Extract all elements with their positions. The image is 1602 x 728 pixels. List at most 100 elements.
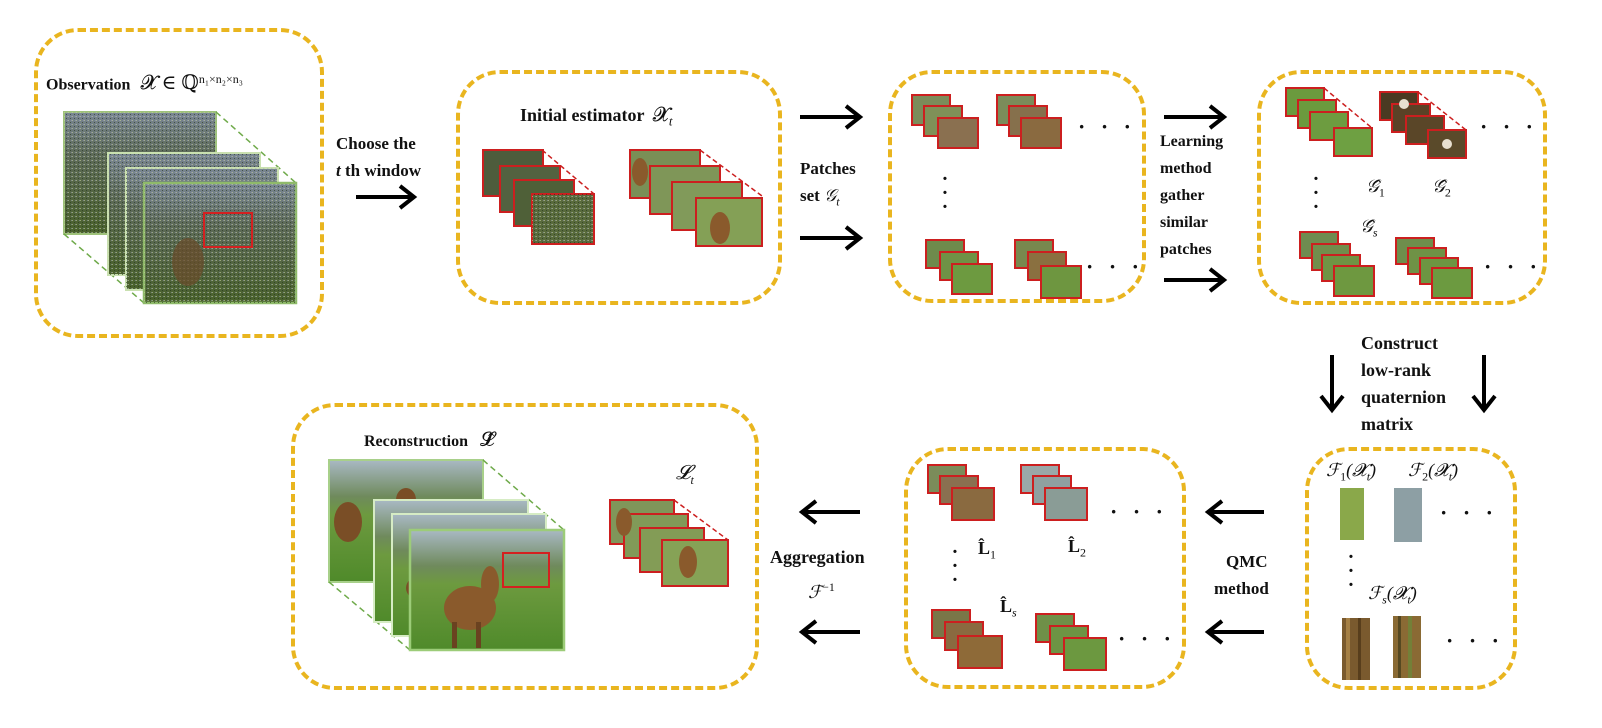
l1-symbol: L̂ <box>978 538 991 558</box>
patches-set-label: Patches set 𝒢t <box>800 155 856 215</box>
f2-arg-sub: t <box>1448 469 1453 484</box>
lowrank-stack <box>1020 464 1088 521</box>
construct-line: matrix <box>1361 414 1413 434</box>
fs-arg: (𝓧 <box>1386 583 1408 603</box>
learning-line: gather <box>1160 187 1205 204</box>
initial-estimator-box <box>456 70 782 305</box>
construct-label: Construct low-rank quaternion matrix <box>1361 330 1446 438</box>
choose-t: t <box>336 161 341 180</box>
learning-label: Learning method gather similar patches <box>1160 128 1223 263</box>
finv-sup: −1 <box>822 580 835 594</box>
gs-symbol: 𝒢̂ <box>1360 216 1373 236</box>
initial-sub: t <box>668 113 673 129</box>
fs-label: ℱs(𝓧t) <box>1368 583 1417 608</box>
group-vdots: ··· <box>1312 168 1320 218</box>
learning-line: patches <box>1160 241 1212 258</box>
lowrank-stack <box>931 609 1003 669</box>
initial-stack-noisy <box>482 149 595 245</box>
patch-stack <box>1014 239 1082 299</box>
f1-sub: 1 <box>1340 469 1347 484</box>
qmc-line1: QMC <box>1226 552 1268 571</box>
l1-sub: 1 <box>990 547 997 562</box>
low-rank-box <box>904 447 1186 689</box>
g1-symbol: 𝒢̂ <box>1366 176 1379 196</box>
learning-line: similar <box>1160 214 1208 231</box>
f2-label: ℱ2(𝓧t) <box>1408 460 1458 485</box>
group-1-label: 𝒢̂1 <box>1366 176 1385 201</box>
group-s-stack-2 <box>1395 237 1473 299</box>
aggregation-label: Aggregation <box>770 547 865 567</box>
f1-arg-sub: t <box>1366 469 1371 484</box>
clean-frame-front <box>408 528 566 652</box>
matrix-strip-2 <box>1394 488 1422 542</box>
patch-stack <box>925 239 993 295</box>
f2-symbol: ℱ <box>1408 460 1423 480</box>
observation-label: Observation <box>46 76 131 94</box>
lowrank-stack <box>1035 613 1107 671</box>
reconstruction-math: 𝓛̂ <box>479 429 495 451</box>
qmc-line2: method <box>1214 579 1269 598</box>
patch-stack <box>911 94 979 149</box>
f1-close: ) <box>1370 460 1377 480</box>
choose-line2: t th window <box>336 157 421 184</box>
grouped-patches-box <box>1257 70 1547 305</box>
observation-superscript: n₁×n₂×n₃ <box>198 72 243 86</box>
l2-label: L̂2 <box>1068 536 1086 561</box>
ls-label: L̂s <box>1000 596 1017 621</box>
aggregation-math: ℱ−1 <box>808 580 835 603</box>
l2-sub: 2 <box>1080 545 1087 560</box>
observation-box <box>34 28 324 338</box>
f1-arg: (𝓧 <box>1346 460 1367 480</box>
l1-label: L̂1 <box>978 538 996 563</box>
construct-line: Construct <box>1361 333 1438 353</box>
choose-window-label: Choose the t th window <box>336 130 421 184</box>
matrix-strip-s2 <box>1393 616 1421 678</box>
reconstruction-title: Reconstruction 𝓛̂ <box>364 427 495 455</box>
patch-stack <box>996 94 1062 149</box>
group-s-stack-1 <box>1299 231 1375 297</box>
initial-estimator-title: Initial estimator 𝓧t <box>520 102 672 135</box>
initial-stack-clean <box>629 149 763 247</box>
g2-symbol: 𝒢̂ <box>1432 176 1445 196</box>
g1-sub: 1 <box>1378 185 1385 200</box>
patches-math: 𝒢 <box>824 186 837 205</box>
group-s-label: 𝒢̂s <box>1360 216 1378 241</box>
group-2-label: 𝒢̂2 <box>1432 176 1451 201</box>
matrix-strip-1 <box>1340 488 1364 540</box>
fs-arg-sub: t <box>1407 592 1411 607</box>
reconstruction-label: Reconstruction <box>364 433 468 450</box>
fs-close: ) <box>1410 583 1417 603</box>
initial-label: Initial estimator <box>520 105 645 125</box>
fs-symbol: ℱ <box>1368 583 1383 603</box>
f1-label: ℱ1(𝓧t) <box>1326 460 1376 485</box>
construct-line: low-rank <box>1361 360 1432 380</box>
patches-line1: Patches <box>800 159 856 178</box>
patches-set-word: set <box>800 186 820 205</box>
patches-line2: set 𝒢t <box>800 182 856 215</box>
observation-window <box>203 212 253 248</box>
finv-symbol: ℱ <box>808 582 823 602</box>
observation-math: 𝓧 ∈ ℚ <box>140 72 199 95</box>
lt-label: 𝓛t <box>676 462 694 488</box>
initial-math: 𝓧 <box>652 104 669 126</box>
patches-box <box>888 70 1146 303</box>
patches-sub: t <box>836 194 840 209</box>
lowrank-stack <box>927 464 995 521</box>
observation-title: Observation 𝓧 ∈ ℚn₁×n₂×n₃ <box>46 66 243 98</box>
l2-symbol: L̂ <box>1068 536 1081 556</box>
ls-symbol: L̂ <box>1000 596 1013 616</box>
lt-stack <box>609 499 729 587</box>
learning-line: method <box>1160 160 1212 177</box>
noisy-frame-front <box>142 181 298 305</box>
choose-rest: th window <box>340 161 422 180</box>
ls-sub: s <box>1012 605 1017 620</box>
qmc-label: QMC method <box>1214 548 1269 602</box>
g2-sub: 2 <box>1444 185 1451 200</box>
